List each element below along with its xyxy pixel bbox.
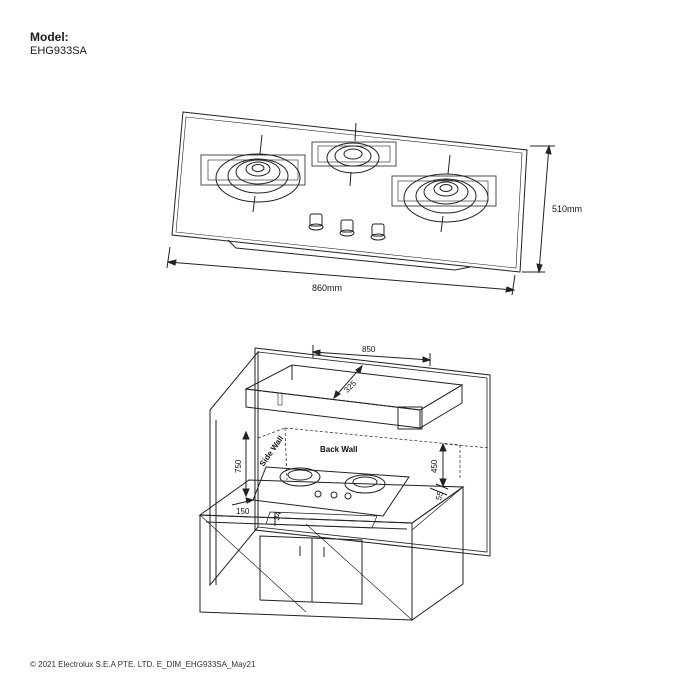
dim-450-line	[439, 442, 447, 488]
right-burner	[391, 154, 497, 233]
dim-325-line	[333, 364, 363, 400]
back-wall-label: Back Wall	[320, 445, 358, 454]
copyright-footer: © 2021 Electrolux S.E.A PTE. LTD. E_DIM_…	[30, 660, 256, 669]
installation-view	[198, 345, 491, 621]
dim-850-line	[311, 345, 432, 366]
depth-dimension-line	[522, 144, 555, 274]
depth-label: 510mm	[552, 204, 582, 214]
dim-55-label: 55	[434, 490, 445, 501]
dim-850-label: 850	[362, 345, 376, 354]
model-label: Model:	[30, 30, 69, 44]
dim-150-label: 150	[236, 507, 250, 516]
control-knobs	[308, 213, 386, 241]
dim-150-line	[231, 497, 255, 506]
dim-450-label: 450	[430, 459, 439, 473]
range-hood	[244, 364, 464, 430]
left-burner	[200, 134, 306, 213]
installed-hob	[252, 466, 410, 529]
middle-burner	[311, 122, 397, 187]
section-diagonals	[199, 486, 464, 621]
hob-top-view	[166, 111, 555, 296]
dim-325-label: 325	[342, 378, 358, 394]
dim-55-line	[429, 483, 449, 496]
width-label: 860mm	[312, 283, 342, 293]
width-dimension-line	[166, 246, 516, 296]
side-wall-label: Side Wall	[258, 434, 286, 468]
dim-750-line	[242, 430, 250, 498]
dim-750-label: 750	[234, 459, 243, 473]
cabinet-doors	[259, 535, 363, 605]
dashed-reference-lines	[257, 427, 491, 481]
dim-34-label: 34	[272, 510, 283, 521]
model-value: EHG933SA	[30, 45, 87, 57]
